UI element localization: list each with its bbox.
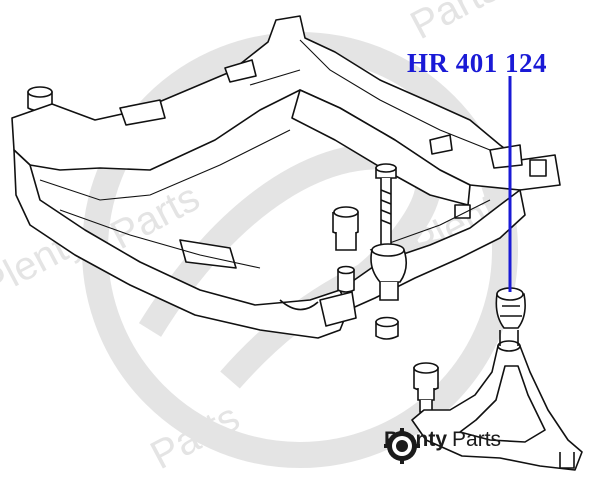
bolt <box>375 163 397 261</box>
lower-bushing <box>413 362 439 413</box>
brand-name-parts: Parts <box>452 428 502 451</box>
brand-logo: Plenty Parts <box>384 428 502 464</box>
frame-bushing <box>332 206 359 293</box>
silent-block <box>495 287 526 329</box>
subframe-detail-lines <box>39 39 491 269</box>
nut <box>375 316 399 340</box>
control-arm <box>411 330 583 471</box>
svg-text:Parts: Parts <box>404 0 507 48</box>
gear-icon <box>384 428 420 464</box>
part-number-label: HR 401 124 <box>407 48 547 78</box>
bushing-assembly <box>370 243 408 301</box>
